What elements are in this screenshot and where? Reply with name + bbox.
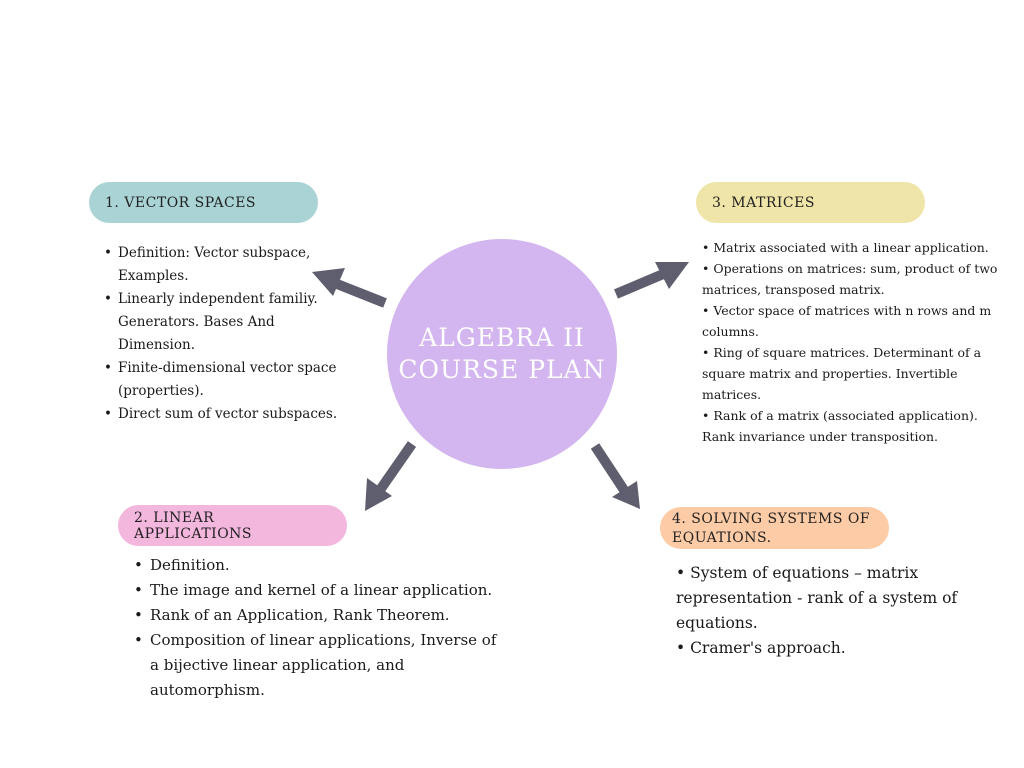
solving-systems-list: • System of equations – matrix represent… bbox=[676, 561, 976, 661]
list-item: Linearly independent familiy. Generators… bbox=[104, 288, 344, 357]
list-item: • Vector space of matrices with n rows a… bbox=[702, 303, 992, 339]
section-title-solving-systems: 4. SOLVING SYSTEMS OF EQUATIONS. bbox=[660, 507, 889, 549]
linear-applications-list: Definition. The image and kernel of a li… bbox=[134, 553, 504, 703]
list-item: The image and kernel of a linear applica… bbox=[134, 578, 504, 603]
list-item: Definition: Vector subspace, Examples. bbox=[104, 242, 344, 288]
list-item: Rank of an Application, Rank Theorem. bbox=[134, 603, 504, 628]
list-item: Composition of linear applications, Inve… bbox=[134, 628, 504, 703]
list-item: Finite-dimensional vector space (propert… bbox=[104, 357, 344, 403]
list-item: • Ring of square matrices. Determinant o… bbox=[702, 345, 982, 402]
list-item: Direct sum of vector subspaces. bbox=[104, 403, 344, 426]
section-title-vector-spaces: 1. VECTOR SPACES bbox=[89, 182, 318, 223]
section-title-matrices: 3. MATRICES bbox=[696, 182, 925, 223]
vector-spaces-list: Definition: Vector subspace, Examples. L… bbox=[104, 242, 344, 426]
list-item: • Rank of a matrix (associated applicati… bbox=[702, 408, 978, 444]
list-item: Definition. bbox=[134, 553, 504, 578]
arrow-to-matrices bbox=[614, 262, 689, 299]
center-title-line1: ALGEBRA II bbox=[419, 323, 585, 352]
center-topic: ALGEBRA II COURSE PLAN bbox=[387, 239, 617, 469]
list-item: • System of equations – matrix represent… bbox=[676, 564, 958, 632]
list-item: • Cramer's approach. bbox=[676, 639, 846, 657]
list-item: • Matrix associated with a linear applic… bbox=[702, 240, 989, 255]
arrow-to-linear-applications bbox=[365, 441, 417, 511]
matrices-list: • Matrix associated with a linear applic… bbox=[702, 237, 1002, 447]
arrow-to-solving-systems bbox=[590, 443, 640, 509]
section-title-linear-applications: 2. LINEAR APPLICATIONS bbox=[118, 505, 347, 546]
list-item: • Operations on matrices: sum, product o… bbox=[702, 261, 998, 297]
center-title-line2: COURSE PLAN bbox=[398, 355, 606, 384]
